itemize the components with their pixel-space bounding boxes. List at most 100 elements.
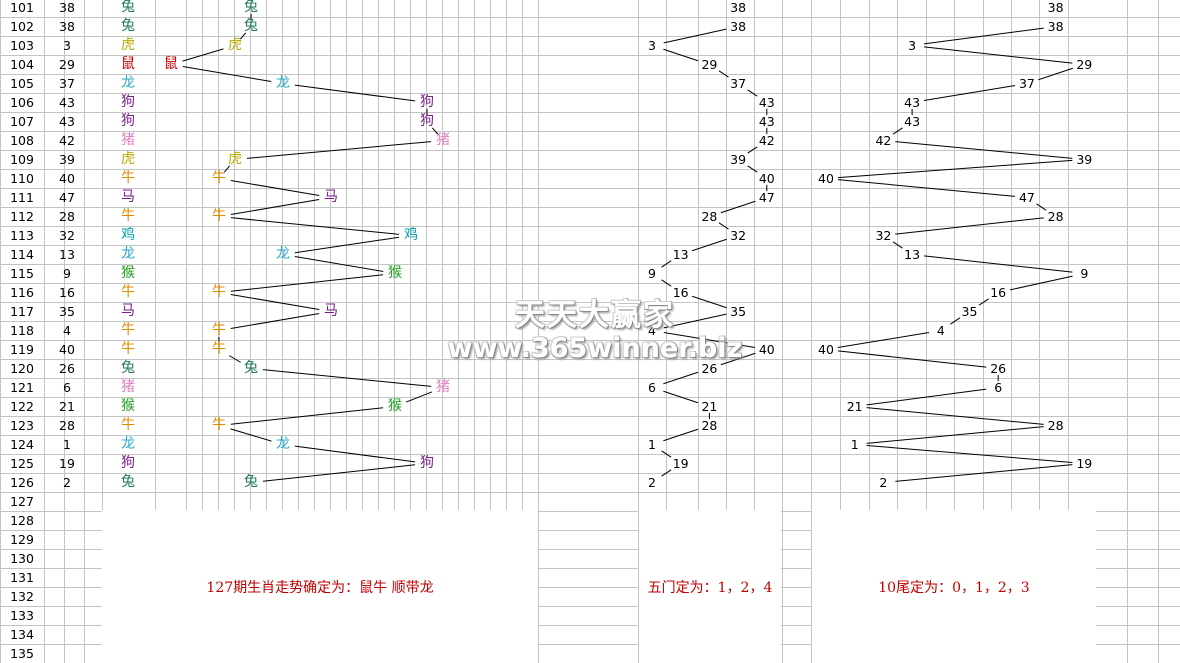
five-gates-trend-line xyxy=(663,48,699,62)
row-number: 102 xyxy=(10,19,34,34)
draw-number: 28 xyxy=(59,418,75,433)
five-gates-mark: 43 xyxy=(758,114,775,129)
trend-zodiac-mark: 狗 xyxy=(420,455,434,471)
trend-zodiac-mark: 狗 xyxy=(420,94,434,110)
row-number: 120 xyxy=(10,361,34,376)
ten-tails-trend-line xyxy=(978,298,989,306)
zodiac-trend-line xyxy=(262,369,432,387)
five-gates-mark: 37 xyxy=(730,76,747,91)
five-gates-mark: 9 xyxy=(648,266,656,281)
five-gates-mark: 13 xyxy=(672,247,689,262)
ten-tails-mark: 19 xyxy=(1076,456,1093,471)
five-gates-trend-line xyxy=(663,331,756,349)
zodiac-trend-line xyxy=(230,217,400,235)
ten-tails-mark: 26 xyxy=(990,361,1007,376)
trend-zodiac-mark: 猴 xyxy=(388,265,402,281)
ten-tails-trend-line xyxy=(950,317,961,325)
five-gates-trend-line xyxy=(747,89,758,97)
trend-zodiac-mark: 猴 xyxy=(388,398,402,414)
row-number: 123 xyxy=(10,418,34,433)
draw-zodiac: 鸡 xyxy=(121,227,135,243)
trend-zodiac-mark: 猪 xyxy=(436,379,450,395)
zodiac-trend-line xyxy=(262,464,416,482)
five-gates-mark: 6 xyxy=(648,380,656,395)
row-number: 118 xyxy=(10,323,34,338)
draw-number: 4 xyxy=(63,323,71,338)
five-gates-trend-line xyxy=(718,70,729,78)
five-gates-trend-line xyxy=(720,352,756,366)
draw-zodiac: 龙 xyxy=(121,246,135,262)
ten-tails-trend-line xyxy=(837,331,930,349)
five-gates-mark: 19 xyxy=(672,456,689,471)
five-gates-mark: 29 xyxy=(701,57,718,72)
trend-zodiac-mark: 虎 xyxy=(228,151,242,167)
ten-tails-trend-line xyxy=(866,426,1044,444)
zodiac-trend-line xyxy=(230,180,320,196)
five-gates-trend-line xyxy=(663,28,727,44)
five-gates-mark: 3 xyxy=(648,38,656,53)
row-number: 124 xyxy=(10,437,34,452)
zodiac-trend-line xyxy=(239,32,247,40)
ten-tails-trend-line xyxy=(837,350,987,368)
row-number: 104 xyxy=(10,57,34,72)
draw-number: 40 xyxy=(59,342,75,357)
draw-number: 40 xyxy=(59,171,75,186)
row-number: 105 xyxy=(10,76,34,91)
ten-tails-mark: 6 xyxy=(994,380,1003,395)
row-number: 117 xyxy=(10,304,34,319)
row-number: 108 xyxy=(10,133,34,148)
five-gates-trend-line xyxy=(661,279,672,287)
draw-number: 1 xyxy=(63,437,71,452)
ten-tails-trend-line xyxy=(923,27,1044,45)
five-gates-trend-line xyxy=(663,390,699,404)
five-gates-trend-line xyxy=(663,313,727,329)
draw-zodiac: 虎 xyxy=(121,37,135,53)
ten-tails-mark: 43 xyxy=(904,95,921,110)
row-number: 115 xyxy=(10,266,34,281)
trend-zodiac-mark: 兔 xyxy=(244,360,258,376)
trend-zodiac-mark: 马 xyxy=(324,303,338,319)
draw-zodiac: 兔 xyxy=(121,0,135,15)
ten-tails-trend-line xyxy=(895,464,1073,482)
draw-number: 29 xyxy=(59,57,75,72)
draw-zodiac: 马 xyxy=(121,303,135,319)
ten-tails-trend-line xyxy=(866,407,1044,425)
row-number: 110 xyxy=(10,171,34,186)
five-gates-trend-line xyxy=(661,450,672,458)
ten-tails-mark: 16 xyxy=(990,285,1007,300)
five-gates-mark: 16 xyxy=(672,285,689,300)
five-gates-trend-line xyxy=(747,146,758,154)
zodiac-trend-line xyxy=(223,165,231,173)
zodiac-trend-line xyxy=(230,199,320,215)
trend-zodiac-mark: 牛 xyxy=(212,322,226,338)
row-number: 125 xyxy=(10,456,34,471)
five-gates-mark: 42 xyxy=(758,133,775,148)
five-gates-mark: 39 xyxy=(730,152,747,167)
ten-tails-mark: 32 xyxy=(875,228,892,243)
row-number: 121 xyxy=(10,380,34,395)
five-gates-mark: 38 xyxy=(730,19,747,34)
row-number: 130 xyxy=(10,551,34,566)
draw-zodiac: 猴 xyxy=(121,265,135,281)
ten-tails-trend-line xyxy=(892,241,903,249)
row-number: 119 xyxy=(10,342,34,357)
trend-zodiac-mark: 牛 xyxy=(212,284,226,300)
five-gates-mark: 4 xyxy=(648,323,656,338)
ten-tails-trend-line xyxy=(866,444,1073,464)
ten-tails-trend-line xyxy=(923,84,1016,102)
draw-zodiac: 猪 xyxy=(121,132,135,148)
ten-tails-mark: 2 xyxy=(879,475,888,490)
draw-number: 19 xyxy=(59,456,75,471)
draw-number: 26 xyxy=(59,361,75,376)
five-gates-mark: 2 xyxy=(648,475,656,490)
draw-number: 21 xyxy=(59,399,75,414)
zodiac-trend-line xyxy=(230,274,384,292)
draw-number: 16 xyxy=(59,285,75,300)
ten-tails-trend-line xyxy=(892,127,903,135)
trend-zodiac-mark: 鼠 xyxy=(164,56,178,72)
five-gates-trend-line xyxy=(691,295,727,309)
draw-number: 42 xyxy=(59,133,75,148)
draw-zodiac: 牛 xyxy=(121,341,135,357)
zodiac-trend-line xyxy=(405,391,433,403)
ten-tails-mark: 38 xyxy=(1047,19,1064,34)
